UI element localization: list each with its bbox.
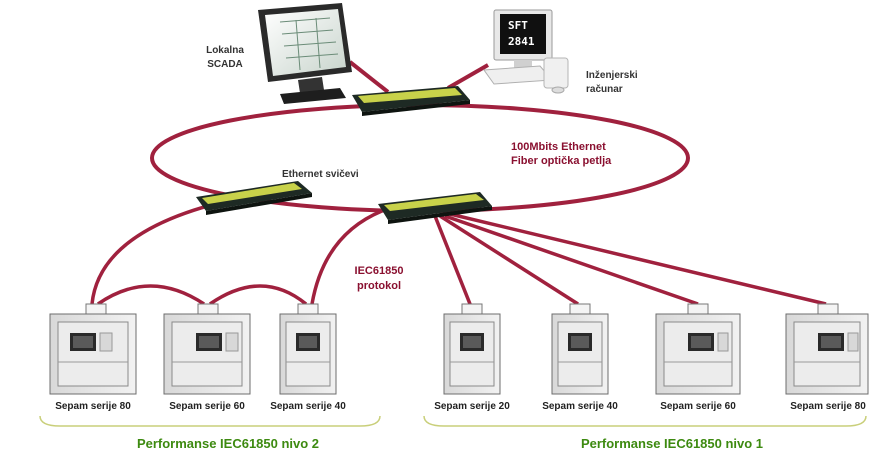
star-link-80 [449, 212, 827, 306]
device-label: Sepam serije 60 [169, 401, 245, 412]
engineer-computer: SFT 2841 [483, 9, 569, 94]
star-link-40 [439, 214, 579, 306]
sepam-relay-60-level1 [655, 303, 741, 395]
switch-left [196, 181, 312, 215]
chain-link-60-40 [209, 284, 308, 306]
engineer-link [447, 63, 489, 90]
scada-link [348, 60, 390, 94]
chain-link-80-60 [97, 284, 205, 306]
device-label: Sepam serije 40 [542, 401, 618, 412]
switches-label: Ethernet svičevi [282, 169, 359, 180]
ring-label-line2: Fiber optička petlja [511, 155, 612, 167]
scada-label-line2: SCADA [207, 59, 243, 70]
device-label: Sepam serije 80 [55, 401, 131, 412]
protocol-label-line2: protokol [357, 280, 401, 292]
bracket-level2 [39, 415, 381, 427]
device-label: Sepam serije 20 [434, 401, 510, 412]
scada-label: Lokalna [206, 45, 244, 56]
scada-monitor [258, 3, 352, 104]
ring-label: 100Mbits Ethernet [511, 141, 606, 153]
engineer-screen-text-2: 2841 [508, 35, 535, 48]
sepam-relay-60-level2 [163, 303, 251, 395]
bracket-level1 [423, 415, 867, 427]
sepam-relay-20-level1 [443, 303, 501, 395]
sepam-relay-40-level2 [279, 303, 337, 395]
group-label-level1: Performanse IEC61850 nivo 1 [581, 436, 763, 451]
sepam-relay-80-level1 [785, 303, 869, 395]
protocol-label: IEC61850 [355, 265, 404, 277]
switch-top [352, 86, 470, 116]
device-label: Sepam serije 60 [660, 401, 736, 412]
star-link-20 [433, 215, 472, 305]
sepam-relay-80-level2 [49, 303, 137, 395]
device-label: Sepam serije 80 [790, 401, 866, 412]
switch-right [378, 192, 492, 224]
engineer-screen-text-1: SFT [508, 19, 528, 32]
engineer-label-line2: računar [586, 84, 623, 95]
device-label: Sepam serije 40 [270, 401, 346, 412]
group-label-level2: Performanse IEC61850 nivo 2 [137, 436, 319, 451]
chain-link-right [310, 206, 391, 305]
engineer-label: Inženjerski [586, 70, 638, 81]
star-link-60 [444, 214, 699, 306]
sepam-relay-40-level1 [551, 303, 609, 395]
